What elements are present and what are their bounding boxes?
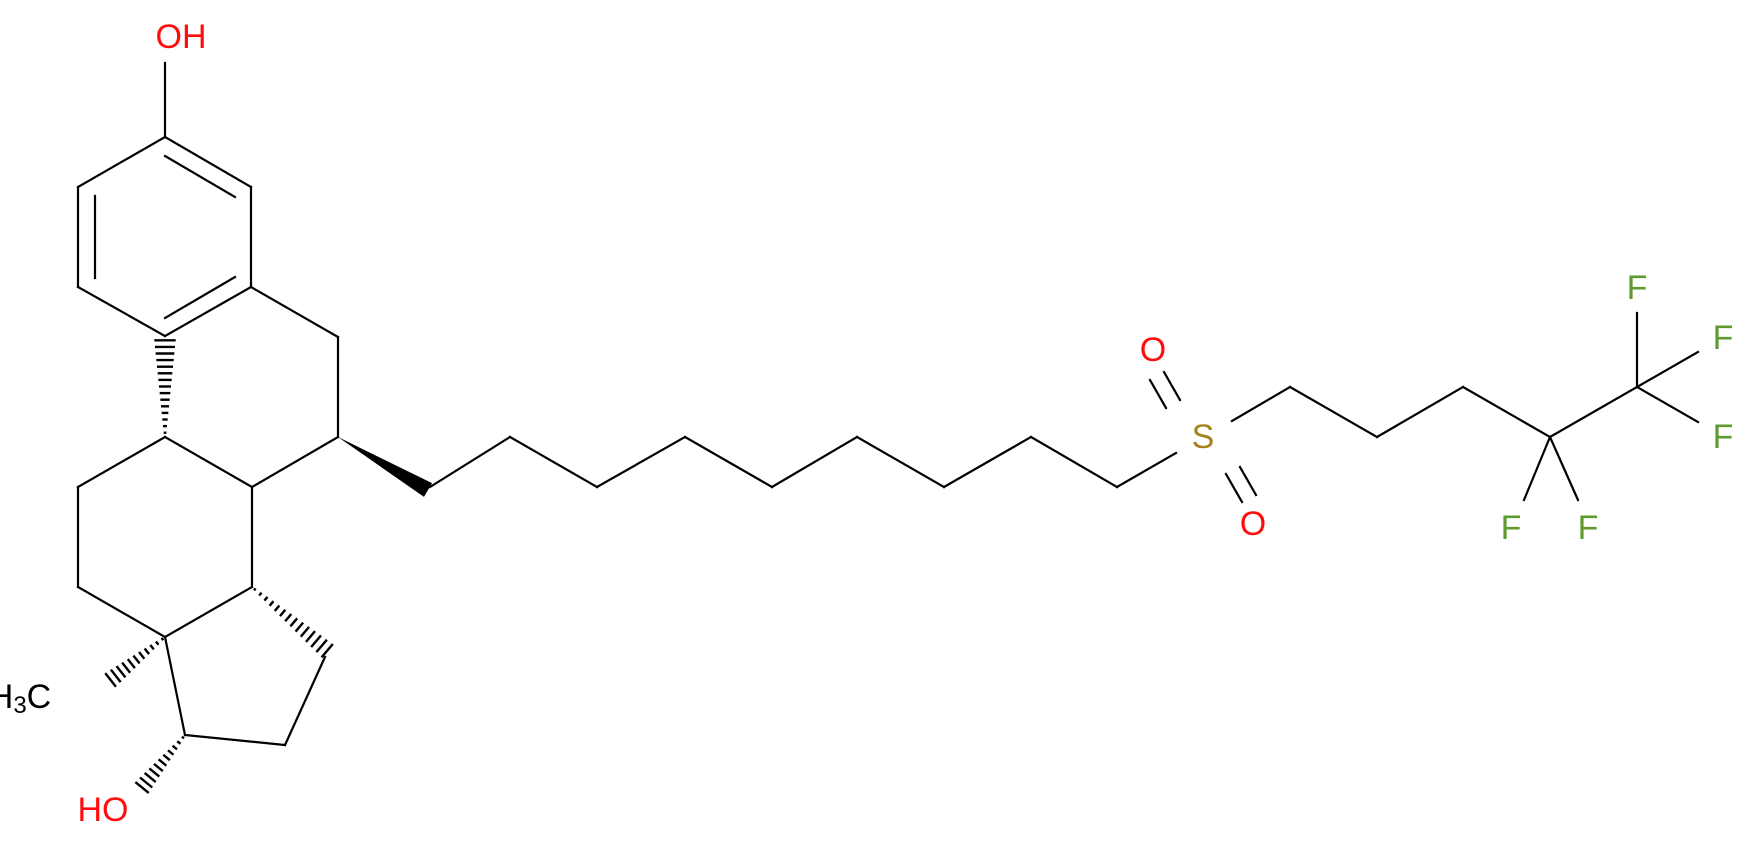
bond-chain-9-to-s bbox=[1115, 451, 1178, 489]
bond-so-upper-a bbox=[1162, 370, 1182, 402]
bond-c16-c15 bbox=[283, 655, 327, 747]
atom-label-o-sulfonyl-upper: O bbox=[1140, 331, 1166, 369]
bond-so-upper-b bbox=[1148, 378, 1168, 410]
atom-label-oh-top: OH bbox=[156, 18, 207, 56]
bond-chain-4 bbox=[683, 435, 774, 489]
bond-c1-c6 bbox=[249, 285, 340, 339]
hashed-wedge-bond-layer bbox=[104, 339, 334, 794]
bond-s-to-c1prime bbox=[1230, 385, 1292, 423]
atom-label-o-sulfonyl-lower: O bbox=[1240, 505, 1266, 543]
solid-wedge-bond-layer bbox=[338, 437, 433, 497]
bond-c2-c2-inner bbox=[163, 154, 237, 199]
atom-label-f-cf3-top: F bbox=[1627, 269, 1648, 307]
bond-so-lower-b bbox=[1224, 472, 1244, 504]
bond-chain-7 bbox=[942, 435, 1033, 489]
bond-cf2-f-right bbox=[1548, 435, 1580, 502]
hashed-bond-c14-h-c15 bbox=[253, 587, 334, 659]
atom-label-s-sulfonyl: S bbox=[1192, 418, 1215, 456]
bond-chain-2 bbox=[508, 435, 599, 489]
wedge-bond-c7-chain bbox=[338, 437, 433, 497]
bond-so-lower-a bbox=[1238, 465, 1258, 497]
bond-c3-c2 bbox=[163, 135, 253, 189]
bond-chain-6 bbox=[855, 435, 946, 489]
bond-c7-c8 bbox=[250, 435, 340, 489]
bond-c10-c5 bbox=[76, 285, 167, 338]
bond-c17-c16 bbox=[183, 733, 287, 747]
bond-c3-c4 bbox=[76, 135, 167, 189]
bond-cf3-f-upper-right bbox=[1635, 350, 1700, 389]
bond-c9-c11 bbox=[76, 435, 167, 489]
bond-cf2-cf3 bbox=[1548, 385, 1639, 439]
atom-label-f-cf3-upper-right: F bbox=[1713, 319, 1734, 357]
bond-chain-1 bbox=[428, 435, 512, 489]
bond-chain-3 bbox=[595, 435, 687, 489]
bond-c1-c10 bbox=[163, 285, 253, 338]
bond-cf3-f-lower-right bbox=[1635, 385, 1700, 424]
hashed-bond-c17-oh bbox=[134, 735, 185, 794]
methyl-label: H3C bbox=[0, 678, 51, 719]
bond-layer bbox=[76, 61, 1700, 747]
bond-c13-c17 bbox=[163, 635, 187, 737]
bond-c1-c10-inner bbox=[163, 275, 237, 320]
bond-cf2-f-left bbox=[1522, 435, 1552, 502]
atom-label-layer: OH O S O F F F F F HO bbox=[78, 18, 1734, 829]
bond-c8-c9 bbox=[163, 435, 254, 489]
atom-label-f-cf3-lower-right: F bbox=[1713, 418, 1734, 456]
bond-tail-1 bbox=[1288, 385, 1379, 439]
bond-tail-2 bbox=[1375, 385, 1465, 439]
atom-label-f-cf2-right: F bbox=[1578, 509, 1599, 547]
hashed-bond-c10-h-c9 bbox=[154, 339, 176, 434]
atom-label-oh-bottom: HO bbox=[78, 791, 129, 829]
bond-c13-c14 bbox=[163, 585, 254, 639]
atom-label-f-cf2-left: F bbox=[1501, 509, 1522, 547]
bond-chain-8 bbox=[1029, 435, 1119, 489]
bond-c12-c13 bbox=[76, 585, 167, 639]
hashed-bond-c13-methyl bbox=[104, 637, 165, 688]
bond-tail-3 bbox=[1461, 385, 1552, 439]
bond-chain-5 bbox=[770, 435, 859, 489]
